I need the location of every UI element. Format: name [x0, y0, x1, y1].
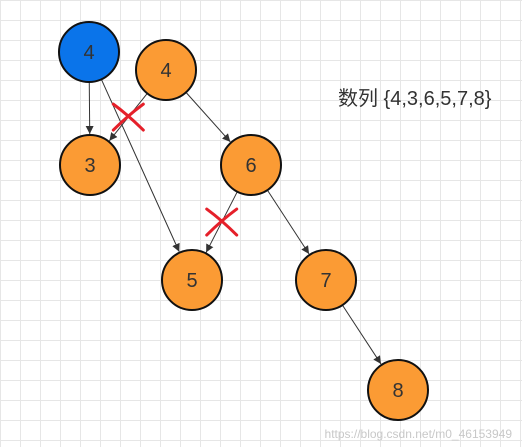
- node-circle: [135, 39, 197, 101]
- node-circle: [58, 21, 120, 83]
- tree-node-n6: 6: [220, 134, 282, 196]
- cross-mark-n4b-n3: [111, 102, 145, 132]
- node-label: 4: [83, 42, 94, 64]
- node-circle: [295, 249, 357, 311]
- edge-n7-n8: [342, 304, 382, 365]
- tree-node-n3: 3: [59, 134, 121, 196]
- node-circle: [220, 134, 282, 196]
- node-label: 5: [186, 270, 197, 292]
- node-circle: [367, 359, 429, 421]
- tree-node-n5: 5: [161, 249, 223, 311]
- node-label: 4: [160, 60, 171, 82]
- watermark: https://blog.csdn.net/m0_46153949: [324, 427, 512, 441]
- sequence-label: 数列 {4,3,6,5,7,8}: [338, 88, 492, 110]
- tree-node-n4a: 4: [58, 21, 120, 83]
- tree-node-n7: 7: [295, 249, 357, 311]
- edge-n6-n7: [266, 189, 310, 255]
- node-label: 3: [84, 155, 95, 177]
- edge-n4b-n6: [185, 92, 231, 143]
- cross-mark-n6-n5: [205, 207, 239, 237]
- node-label: 8: [392, 380, 403, 402]
- tree-node-n4b: 4: [135, 39, 197, 101]
- crosses-layer: [111, 102, 239, 237]
- nodes-layer: 4 4 3 6 5 7 8: [58, 21, 429, 421]
- edge-n4a-n5: [100, 79, 180, 252]
- node-circle: [161, 249, 223, 311]
- node-label: 7: [320, 270, 331, 292]
- node-circle: [59, 134, 121, 196]
- node-label: 6: [245, 155, 256, 177]
- tree-node-n8: 8: [367, 359, 429, 421]
